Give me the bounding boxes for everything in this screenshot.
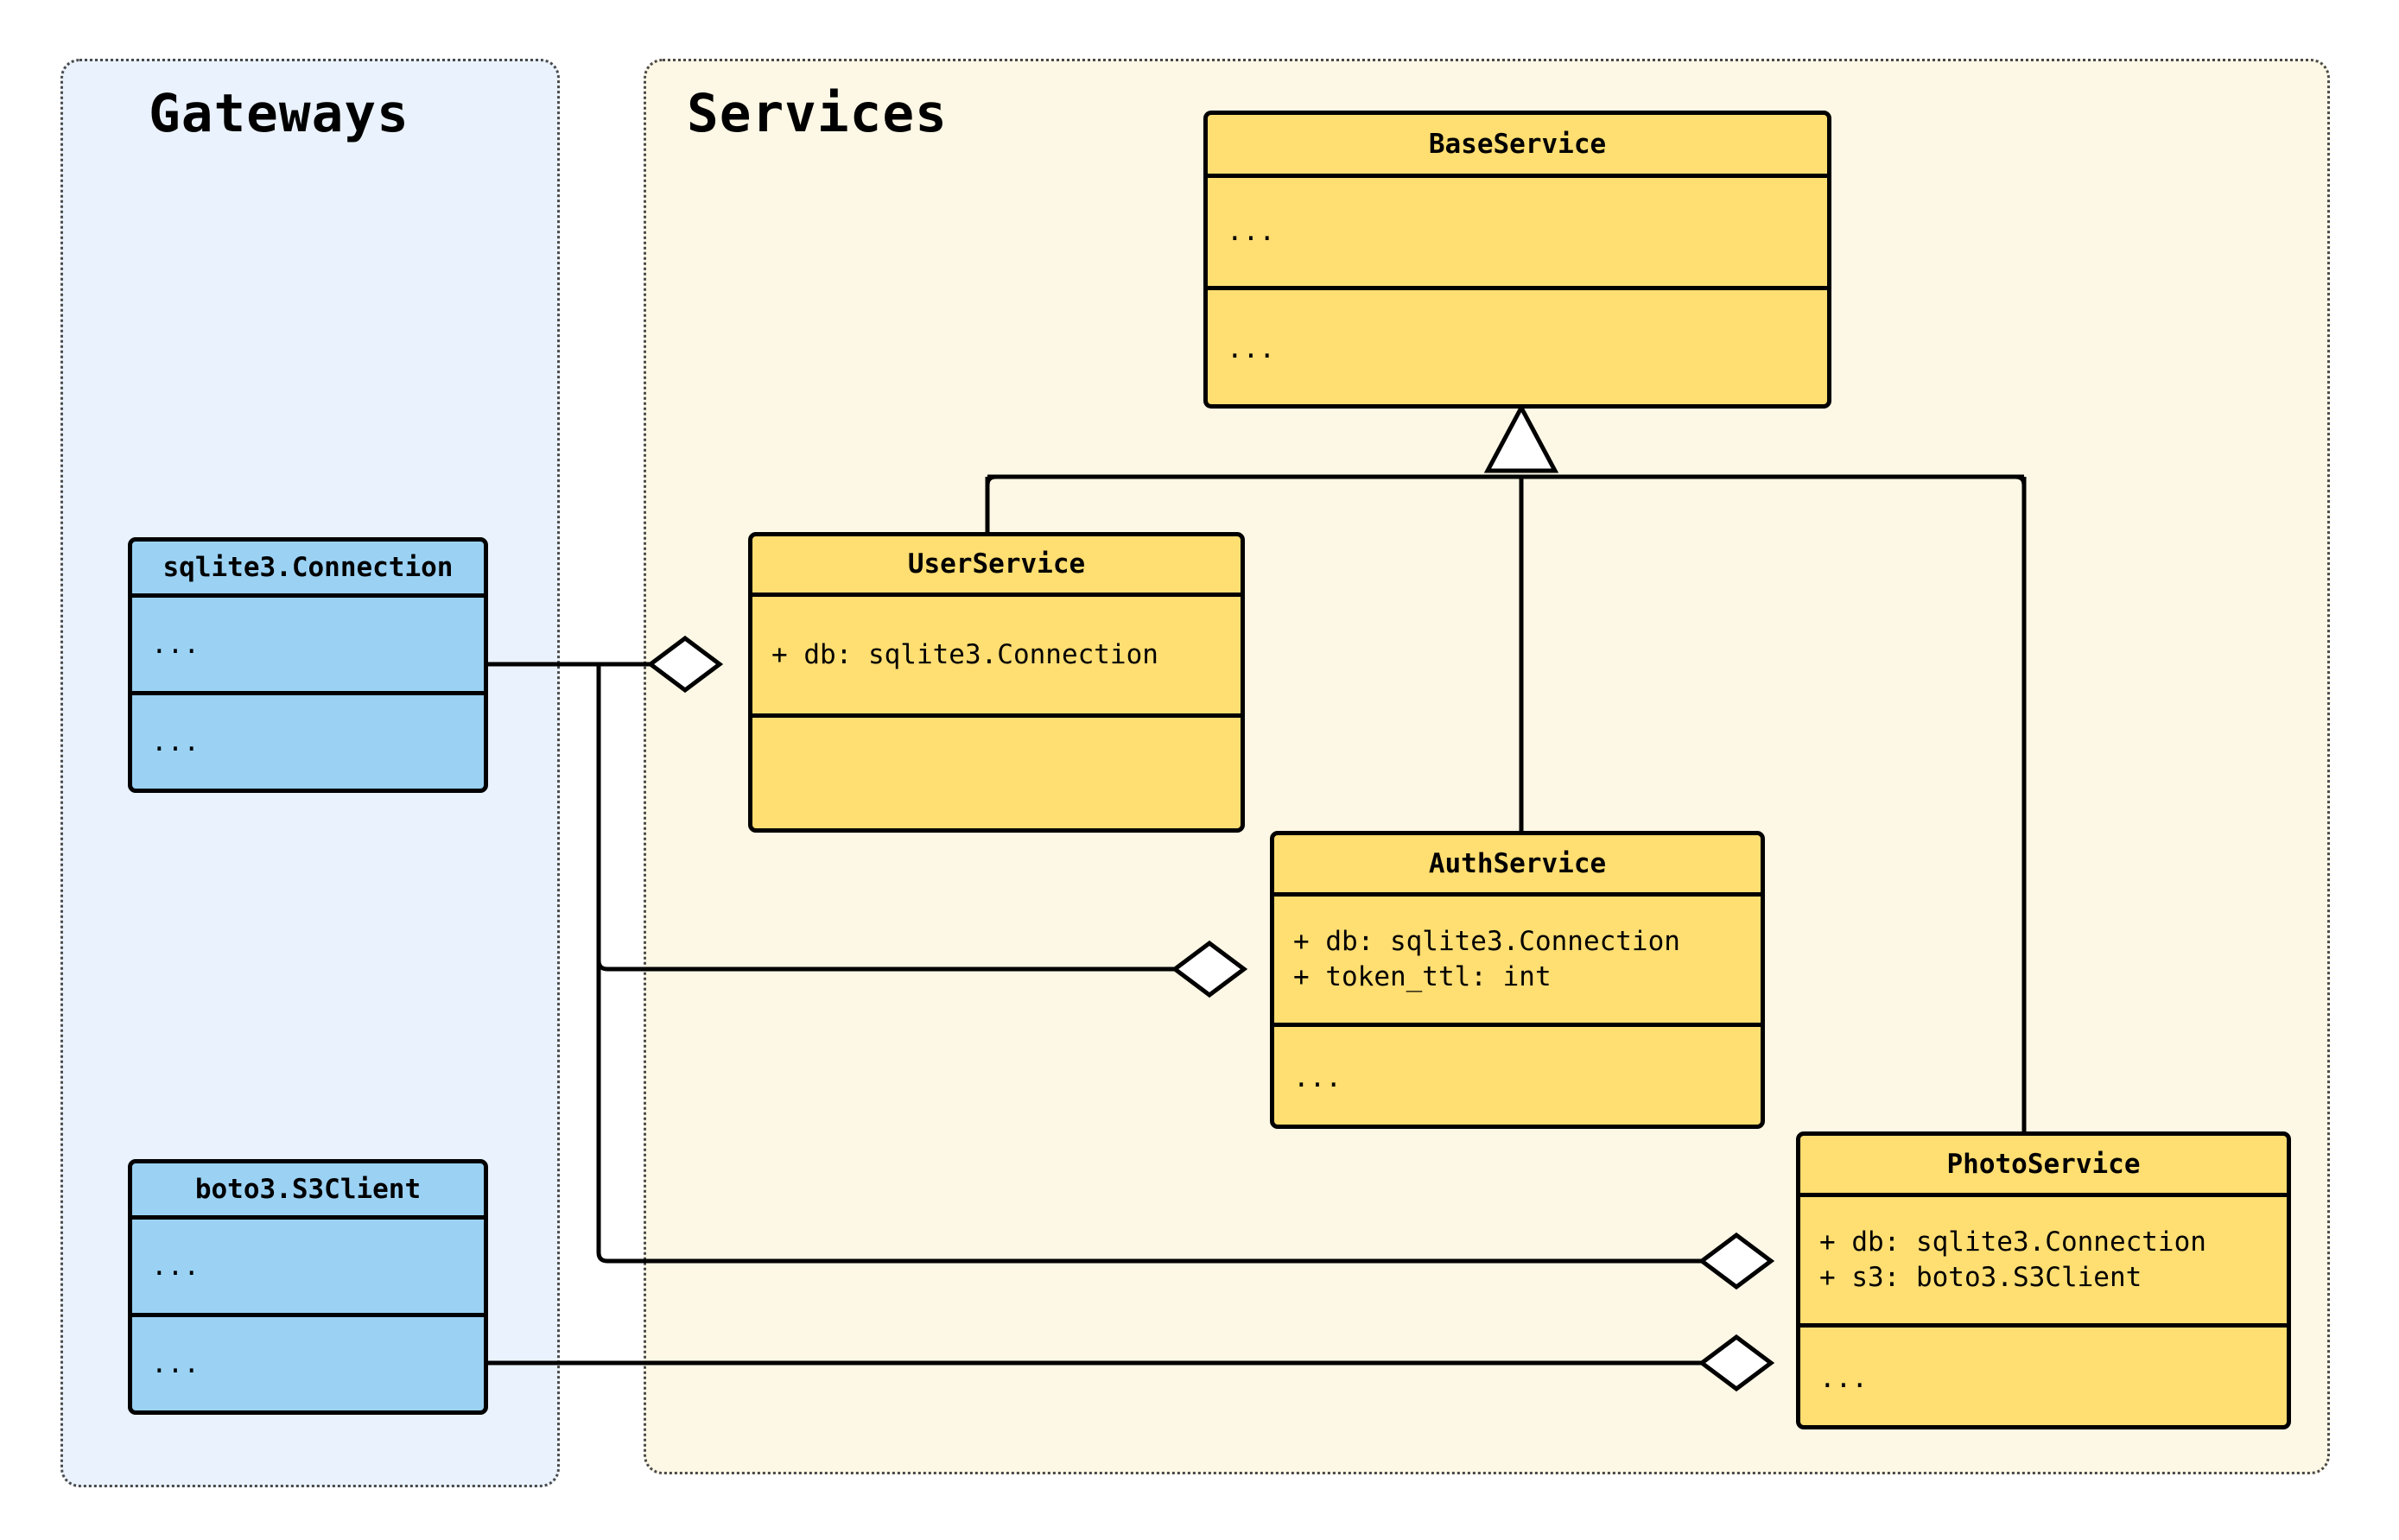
class-methods-boto3-s3client: ... (132, 1313, 484, 1410)
class-box-photoservice[interactable]: PhotoService + db: sqlite3.Connection + … (1796, 1131, 2291, 1429)
class-methods-userservice (752, 713, 1241, 828)
class-methods-sqlite3-connection: ... (132, 691, 484, 789)
class-name-userservice: UserService (907, 548, 1086, 580)
class-box-boto3-s3client[interactable]: boto3.S3Client ... ... (128, 1159, 488, 1415)
class-name-baseservice: BaseService (1428, 128, 1607, 160)
class-box-userservice[interactable]: UserService + db: sqlite3.Connection (748, 532, 1245, 833)
class-box-sqlite3-connection[interactable]: sqlite3.Connection ... ... (128, 537, 488, 793)
panel-title-services: Services (687, 83, 948, 144)
class-attributes-photoservice: + db: sqlite3.Connection + s3: boto3.S3C… (1800, 1193, 2287, 1323)
class-attribute-line: + db: sqlite3.Connection (1293, 926, 1680, 958)
class-name-sqlite3-connection: sqlite3.Connection (162, 551, 454, 583)
class-attribute-line: + s3: boto3.S3Client (1819, 1262, 2142, 1293)
class-methods-authservice: ... (1274, 1023, 1761, 1125)
class-attribute-line: + token_ttl: int (1293, 961, 1552, 992)
class-name-boto3-s3client: boto3.S3Client (194, 1173, 422, 1205)
class-attributes-authservice: + db: sqlite3.Connection + token_ttl: in… (1274, 892, 1761, 1023)
class-box-baseservice[interactable]: BaseService ... ... (1203, 111, 1831, 409)
class-attributes-sqlite3-connection: ... (132, 593, 484, 691)
class-name-photoservice: PhotoService (1946, 1148, 2141, 1180)
class-attributes-baseservice: ... (1208, 174, 1827, 286)
class-methods-photoservice: ... (1800, 1323, 2287, 1425)
class-attribute-line: + db: sqlite3.Connection (1819, 1226, 2206, 1258)
class-box-authservice[interactable]: AuthService + db: sqlite3.Connection + t… (1270, 831, 1765, 1129)
panel-title-gateways: Gateways (149, 83, 409, 144)
class-attributes-boto3-s3client: ... (132, 1215, 484, 1313)
class-name-authservice: AuthService (1428, 847, 1607, 879)
class-methods-baseservice: ... (1208, 286, 1827, 404)
class-attributes-userservice: + db: sqlite3.Connection (752, 593, 1241, 713)
